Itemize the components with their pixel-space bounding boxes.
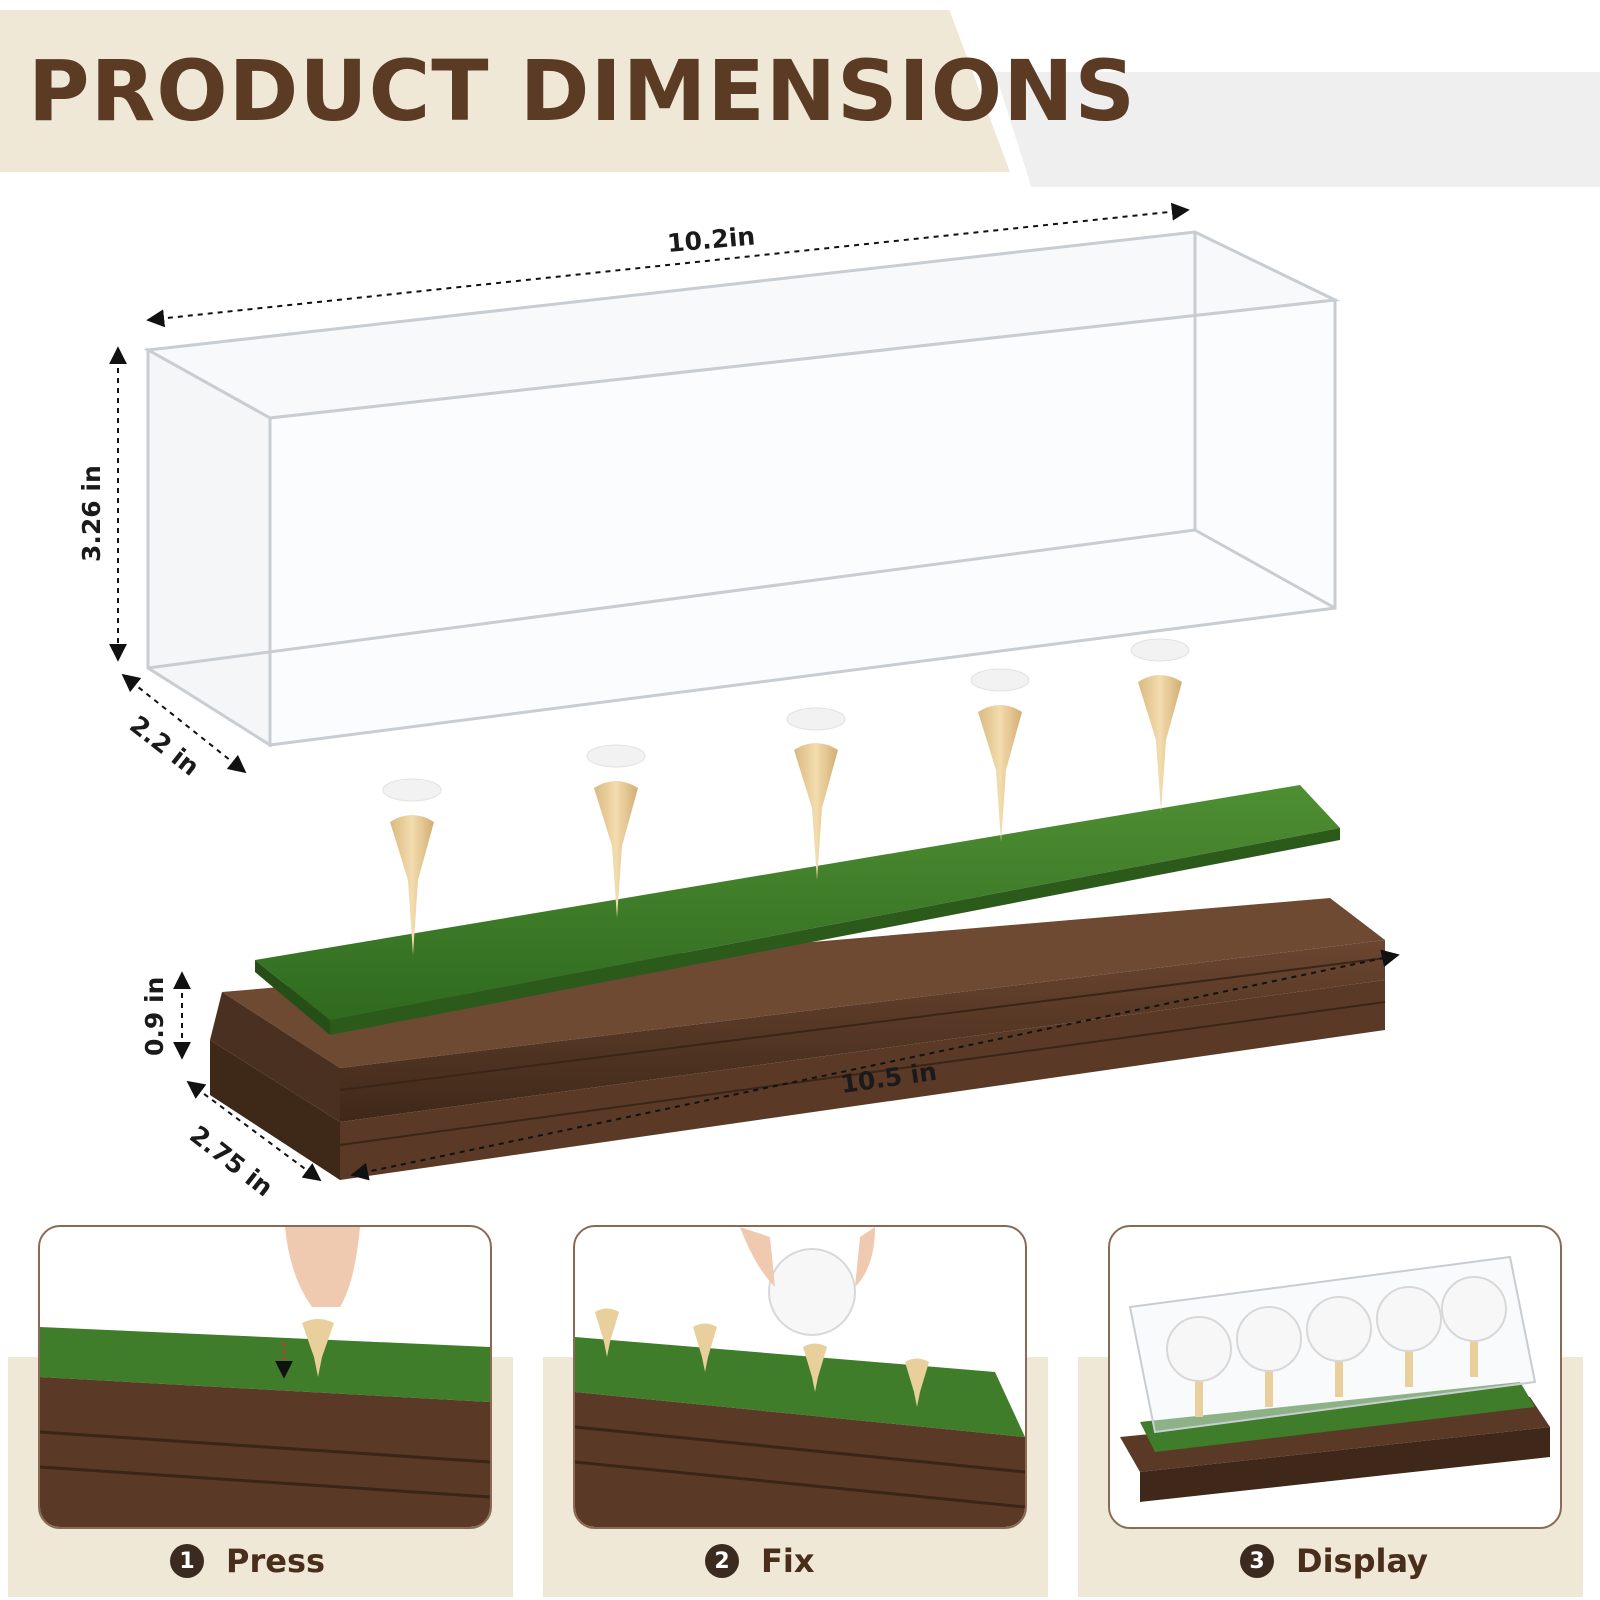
tee xyxy=(786,707,846,880)
base-depth-label: 2.75 in xyxy=(184,1120,278,1202)
step-label: Press xyxy=(226,1542,326,1580)
step-fix-caption: 2 Fix xyxy=(705,1535,814,1587)
header-tab xyxy=(0,10,1010,172)
case-dimension-arrows xyxy=(109,202,1190,774)
step-number-badge: 2 xyxy=(705,1544,739,1578)
base-height-label: 0.9 in xyxy=(140,977,169,1056)
case-depth-label: 2.2 in xyxy=(124,710,204,782)
case-length-label: 10.2in xyxy=(666,221,756,258)
step-number-badge: 1 xyxy=(170,1544,204,1578)
header-accent-bar xyxy=(995,72,1600,187)
product-figure: 10.2in 3.26 in 2.2 in xyxy=(77,202,1400,1202)
step-press-caption: 1 Press xyxy=(170,1535,325,1587)
base-dimension-arrows xyxy=(173,949,1400,1182)
step-fix-card xyxy=(573,1225,1027,1529)
step-label: Display xyxy=(1296,1542,1428,1580)
tee xyxy=(970,668,1030,842)
step-display-illustration xyxy=(1120,1255,1550,1502)
acrylic-case xyxy=(143,230,1341,748)
step-label: Fix xyxy=(761,1542,815,1580)
step-number-badge: 3 xyxy=(1240,1544,1274,1578)
step-press-card xyxy=(38,1225,492,1529)
step-display-card xyxy=(1108,1225,1562,1529)
tee xyxy=(586,744,646,918)
step-display-caption: 3 Display xyxy=(1240,1535,1428,1587)
tee xyxy=(382,778,442,955)
step-press-illustration xyxy=(40,1227,490,1527)
page-title: PRODUCT DIMENSIONS xyxy=(28,42,1136,140)
case-height-label: 3.26 in xyxy=(77,465,106,562)
tee xyxy=(1130,638,1190,812)
step-fix-illustration xyxy=(575,1227,1025,1527)
tees xyxy=(382,638,1190,955)
